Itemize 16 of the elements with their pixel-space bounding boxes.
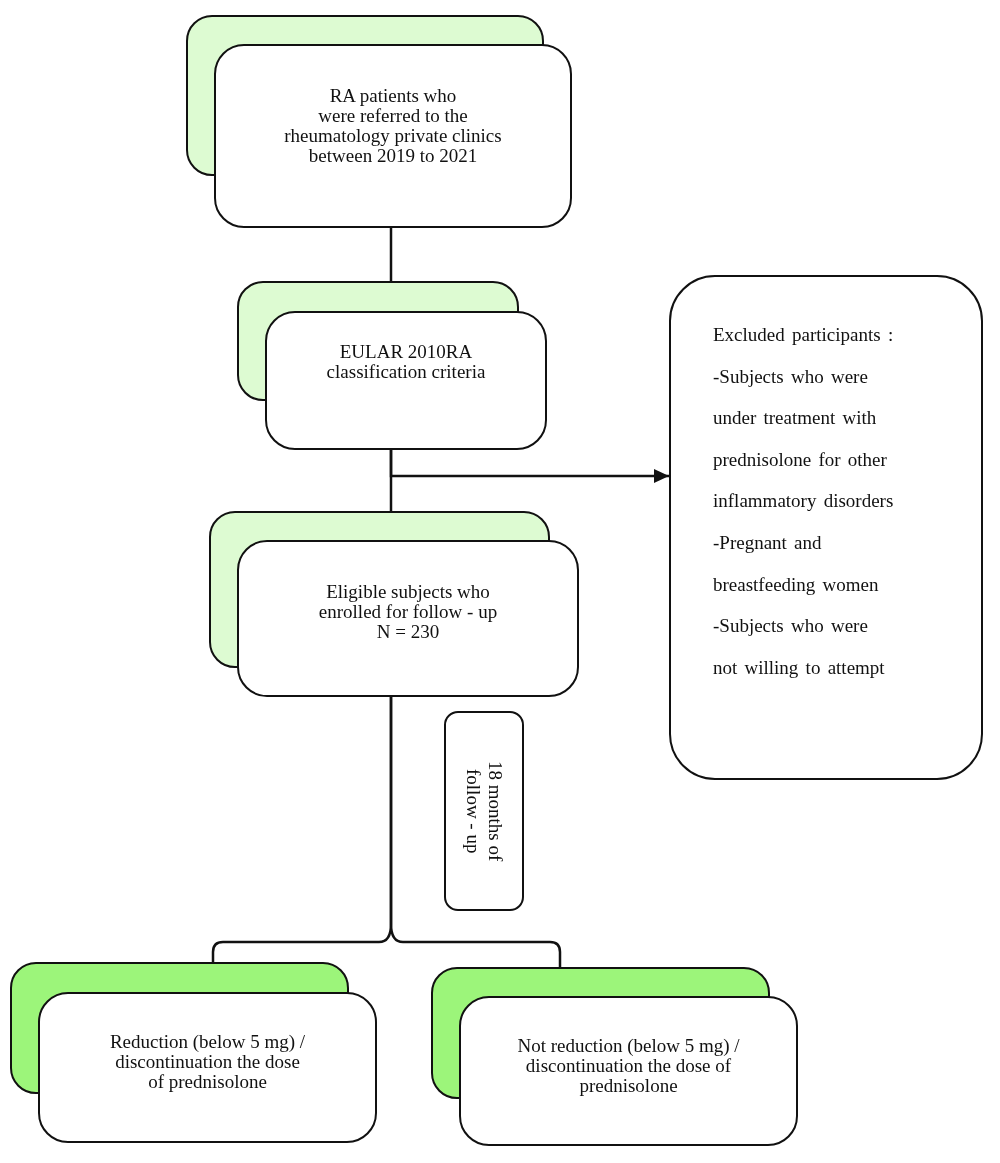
panel-heading: Excluded participants : bbox=[713, 323, 895, 347]
connector-line bbox=[389, 697, 562, 967]
box-text: Eligible subjects who enrolled for follow - up bbox=[317, 582, 499, 622]
box-text: Not reduction (below 5 mg) / discontinuation the dose of prednisolone bbox=[516, 1036, 741, 1096]
exclusion-box bbox=[669, 275, 983, 780]
list-item: -Pregnant and breastfeeding women bbox=[713, 530, 880, 597]
box-text: N = 230 bbox=[376, 622, 440, 642]
rotated-label: 18 months of follow - up bbox=[462, 759, 506, 864]
list-item: -Subjects who were not willing to attempt bbox=[713, 614, 886, 680]
box-text: Reduction (below 5 mg) / discontinuation the dose of prednisolone bbox=[108, 1032, 307, 1092]
duration-box bbox=[444, 711, 524, 911]
box-text: RA patients who were referred to the rheumatology private clinics between 2019 to 2021 bbox=[283, 86, 503, 166]
box-text: EULAR 2010RA classification criteria bbox=[325, 342, 487, 382]
list-item: -Subjects who were under treatment with prednisolone for other inflammatory disorders bbox=[713, 364, 895, 514]
connector-line bbox=[389, 228, 393, 281]
arrow bbox=[389, 450, 669, 483]
